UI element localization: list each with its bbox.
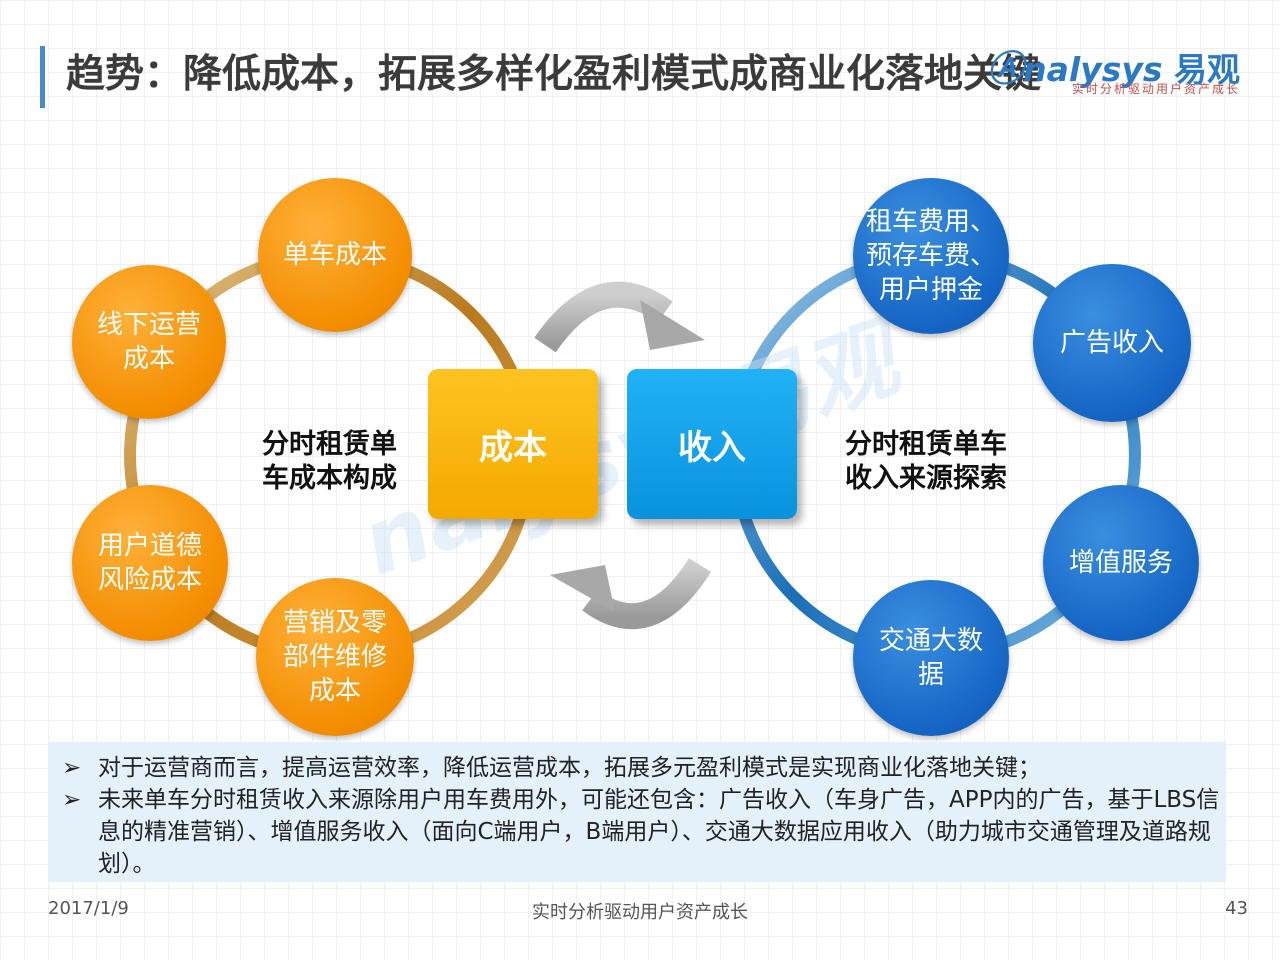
cost-node-marketing-repair: 营销及零部件维修成本 (256, 578, 414, 736)
brand-logo: Ⓐnalysys 易观 (987, 40, 1240, 92)
revenue-node-value-added: 增值服务 (1043, 485, 1199, 641)
bullet-arrow-icon: ➢ (62, 755, 82, 781)
cycle-arrow-bottom-head (550, 565, 615, 612)
revenue-node-rental-fees: 租车费用、预存车费、用户押金 (853, 178, 1009, 334)
page-title: 趋势：降低成本，拓展多样化盈利模式成商业化落地关键 (66, 52, 1042, 97)
revenue-node-traffic-data: 交通大数据 (853, 580, 1009, 736)
logo-tagline: 实时分析驱动用户资产成长 (1071, 82, 1240, 96)
title-accent-bar (40, 46, 45, 108)
logo-cn: 易观 (1174, 50, 1240, 89)
logo-a-icon: Ⓐ (987, 49, 1024, 90)
footer-slogan: 实时分析驱动用户资产成长 (532, 902, 748, 923)
cost-node-offline-ops: 线下运营成本 (72, 265, 226, 419)
cost-caption: 分时租赁单 车成本构成 (262, 429, 397, 494)
bullet-arrow-icon: ➢ (62, 787, 82, 813)
cost-node-vehicle: 单车成本 (258, 178, 412, 332)
cycle-arrow-bottom (582, 557, 712, 630)
cycle-arrow-top-head (640, 300, 705, 350)
cost-node-moral-risk: 用户道德风险成本 (72, 485, 228, 641)
logo-word: nalysys (1023, 50, 1163, 89)
revenue-node-advertising: 广告收入 (1033, 264, 1191, 422)
cost-box: 成本 (428, 369, 598, 519)
revenue-box: 收入 (627, 369, 797, 519)
revenue-caption: 分时租赁单车 收入来源探索 (845, 429, 1007, 494)
notes-panel (48, 742, 1226, 882)
cycle-arrow-top (534, 281, 673, 353)
footer-date: 2017/1/9 (48, 898, 129, 919)
page-number: 43 (1225, 898, 1248, 919)
